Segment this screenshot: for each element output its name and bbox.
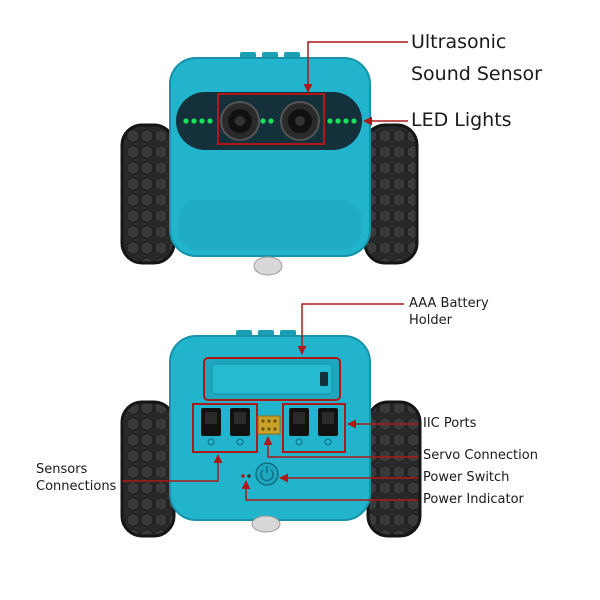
caster-ball-front — [253, 256, 283, 276]
power-indicator-label: Power Indicator — [423, 492, 524, 507]
sensors-label-line2: Connections — [36, 479, 117, 494]
ultrasonic-callout-line — [303, 41, 408, 93]
servo-callout-line — [263, 436, 418, 458]
battery-label-line1: AAA Battery — [409, 296, 489, 311]
sensor-port-1 — [201, 408, 221, 446]
iic-port-2 — [318, 408, 338, 446]
power-indicator — [241, 474, 251, 478]
ultrasonic-label-line1: Ultrasonic — [411, 31, 507, 53]
power-switch-label: Power Switch — [423, 470, 510, 485]
ultrasonic-callout-box — [217, 93, 325, 145]
sensors-label-line1: Sensors — [36, 462, 88, 477]
iic-ports-box — [282, 403, 346, 453]
power-indicator-callout-line — [241, 480, 418, 501]
top-callouts — [303, 41, 408, 126]
servo-connection-label: Servo Connection — [423, 448, 538, 463]
right-wheel-front — [363, 123, 419, 265]
ultrasonic-sensor — [220, 101, 320, 141]
iic-port-1 — [289, 408, 309, 446]
battery-label-line2: Holder — [409, 313, 452, 328]
ultrasonic-label-line2: Sound Sensor — [411, 63, 542, 85]
sensor-ports-box — [192, 403, 258, 453]
robot-back-view — [120, 330, 422, 538]
iic-ports-label: IIC Ports — [423, 416, 477, 431]
battery-callout-line — [297, 303, 404, 355]
right-wheel-back — [366, 400, 422, 538]
left-wheel-back — [120, 400, 176, 538]
power-switch — [255, 462, 279, 486]
sensor-port-2 — [230, 408, 250, 446]
robot-front-view — [120, 52, 419, 276]
led-lights-label: LED Lights — [411, 109, 512, 131]
sensors-callout-line — [122, 454, 223, 482]
bottom-callouts — [122, 303, 418, 501]
servo-connection-pins — [257, 415, 281, 435]
left-wheel-front — [120, 123, 176, 265]
led-strip — [183, 118, 357, 124]
